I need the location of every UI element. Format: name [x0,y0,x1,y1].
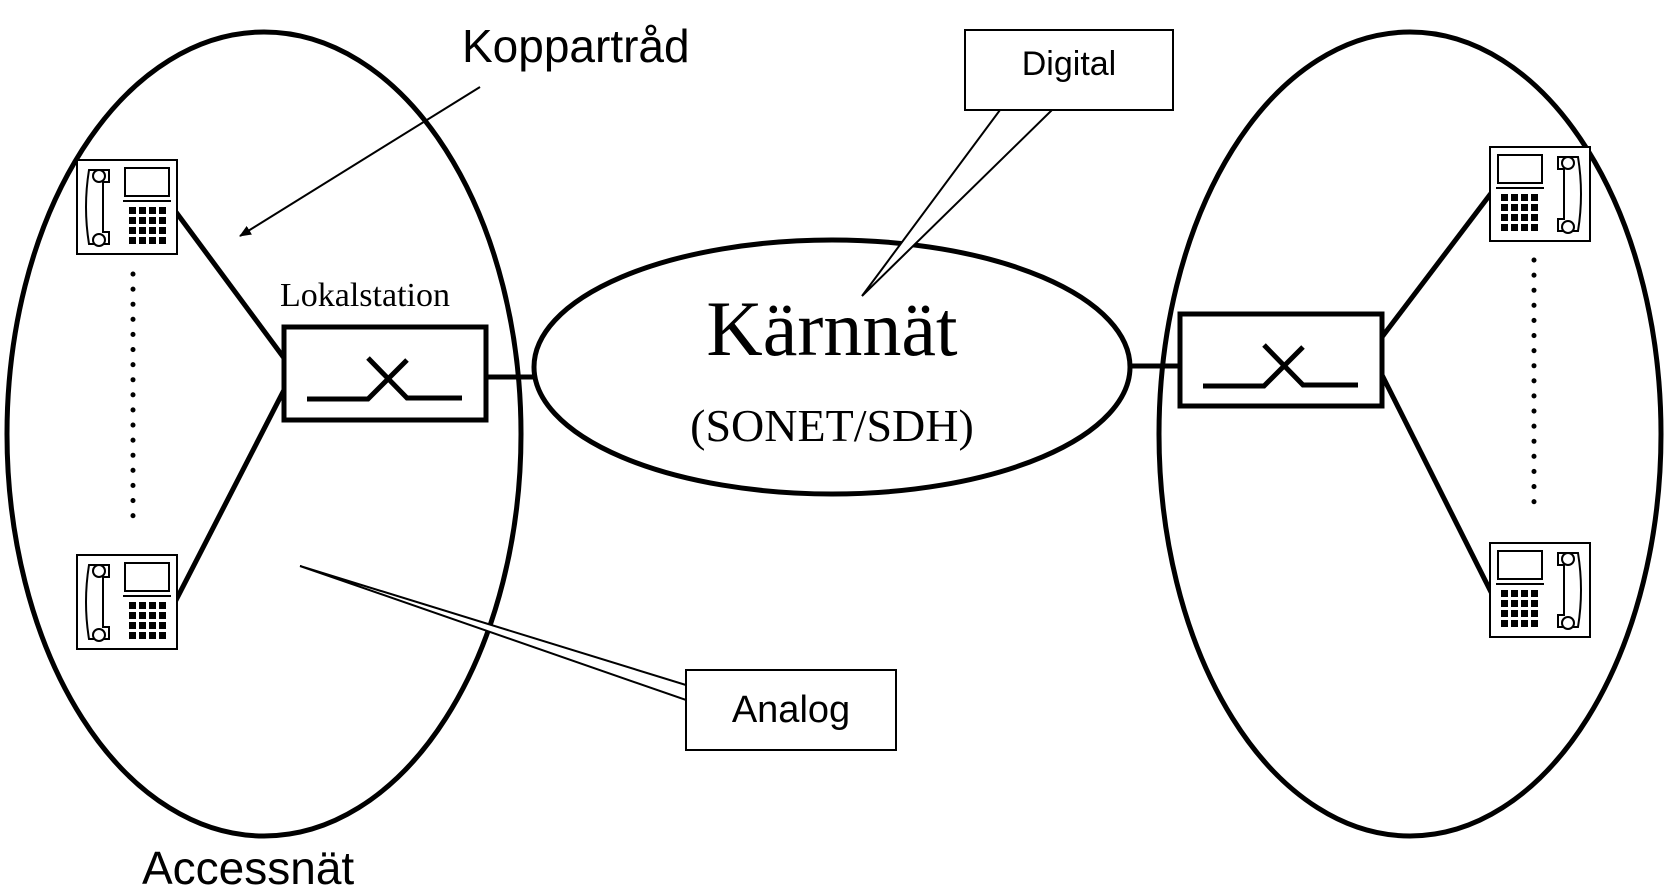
analog-callout-box [685,669,897,751]
analog-callout-text: Analog [732,689,850,731]
telephone-icon [76,554,178,650]
digital-callout-box [964,29,1174,111]
core-network-title: Kärnnät [706,285,958,372]
telephone-icon [1489,146,1591,242]
switch-icon [1177,311,1385,409]
access-network-right-ellipse [1156,29,1664,839]
access-network-left-ellipse [4,29,524,839]
switch-icon [281,324,489,423]
telephone-icon [1489,542,1591,638]
copper-wire-label: Koppartråd [462,20,690,72]
telephone-icon [76,159,178,255]
local-exchange-label: Lokalstation [280,277,450,314]
copper-wire-arrow [239,86,481,237]
connection-lines [170,190,1495,608]
access-network-label: Accessnät [142,842,354,890]
core-network-technology: (SONET/SDH) [690,400,974,451]
analog-callout-pointer [299,565,687,702]
digital-callout-text: Digital [1022,45,1116,83]
